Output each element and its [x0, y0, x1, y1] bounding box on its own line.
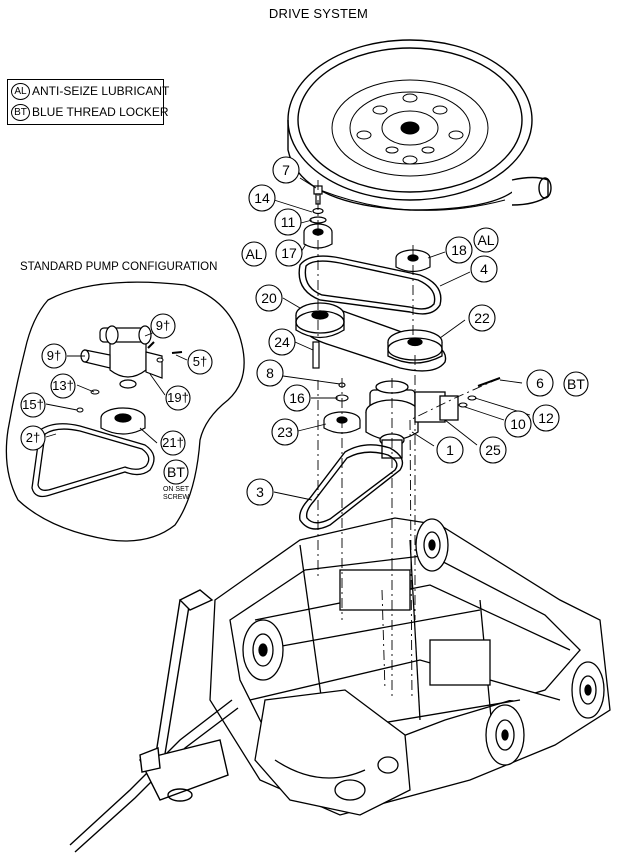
diagram-title: DRIVE SYSTEM [268, 6, 369, 21]
material-badge: AL [245, 246, 263, 262]
callout-number: 3 [256, 484, 264, 500]
callout-number: 11 [280, 214, 296, 230]
callout-number: 12 [538, 410, 554, 426]
caster-wheel [571, 661, 605, 719]
inset-callout-number: 9† [46, 348, 62, 363]
transmission-housing [254, 689, 411, 816]
inset-callout-number: 15† [22, 397, 44, 412]
inset-belt-2 [31, 423, 155, 498]
callout-number: 14 [254, 190, 270, 206]
inset-callout-number: 19† [167, 390, 189, 405]
callout-number: 8 [266, 365, 274, 381]
material-badge: BT [167, 464, 185, 480]
legend-symbol: BT [11, 103, 30, 121]
inset-callout-number: 5† [192, 354, 208, 369]
legend-label: BLUE THREAD LOCKER [32, 105, 169, 119]
callout-number: 4 [480, 261, 488, 277]
inset-badge-note: ON SET SCREW [156, 486, 196, 502]
callout-number: 23 [277, 424, 293, 440]
caster-wheel [242, 619, 284, 681]
callout-number: 17 [281, 245, 297, 261]
legend-item-anti-seize: AL ANTI-SEIZE LUBRICANT [11, 81, 169, 101]
callout-number: 6 [536, 375, 544, 391]
callout-number: 1 [446, 442, 454, 458]
legend-symbol: AL [11, 82, 30, 100]
pulley-20 [295, 302, 345, 339]
callout-number: 10 [510, 416, 526, 432]
inset-hardware [76, 341, 183, 413]
inset-pump [80, 325, 163, 389]
caster-wheel [415, 518, 449, 572]
legend-item-thread-locker: BT BLUE THREAD LOCKER [11, 102, 168, 122]
badge-note-line2: SCREW [162, 494, 190, 501]
belt-3 [299, 444, 404, 530]
callout-number: 7 [282, 162, 290, 178]
legend-label: ANTI-SEIZE LUBRICANT [32, 84, 170, 98]
caster-wheel [485, 704, 525, 766]
inset-callout-number: 9† [155, 318, 171, 333]
mower-deck [287, 39, 552, 211]
pin-24 [312, 341, 320, 369]
inset-balloon [5, 281, 245, 542]
callout-balloons [20, 156, 589, 506]
callout-number: 24 [274, 334, 290, 350]
legend-box: AL ANTI-SEIZE LUBRICANT BT BLUE THREAD L… [7, 79, 169, 125]
inset-callout-number: 2† [25, 430, 41, 445]
callout-number: 22 [474, 310, 490, 326]
inset-callout-number: 21† [162, 435, 184, 450]
callout-number: 18 [451, 242, 467, 258]
callout-number: 20 [261, 290, 277, 306]
badge-note-line1: ON SET [162, 486, 190, 493]
steering-handle [69, 589, 239, 853]
inset-title: STANDARD PUMP CONFIGURATION [20, 261, 218, 273]
material-badge: AL [477, 232, 495, 248]
leader-lines [45, 177, 531, 501]
callout-number: 25 [485, 442, 501, 458]
material-badge: BT [567, 376, 585, 392]
assembly-centerlines [317, 180, 501, 701]
inset-pulley-21 [100, 407, 146, 435]
callout-number: 16 [289, 390, 305, 406]
inset-callout-number: 13† [52, 378, 74, 393]
